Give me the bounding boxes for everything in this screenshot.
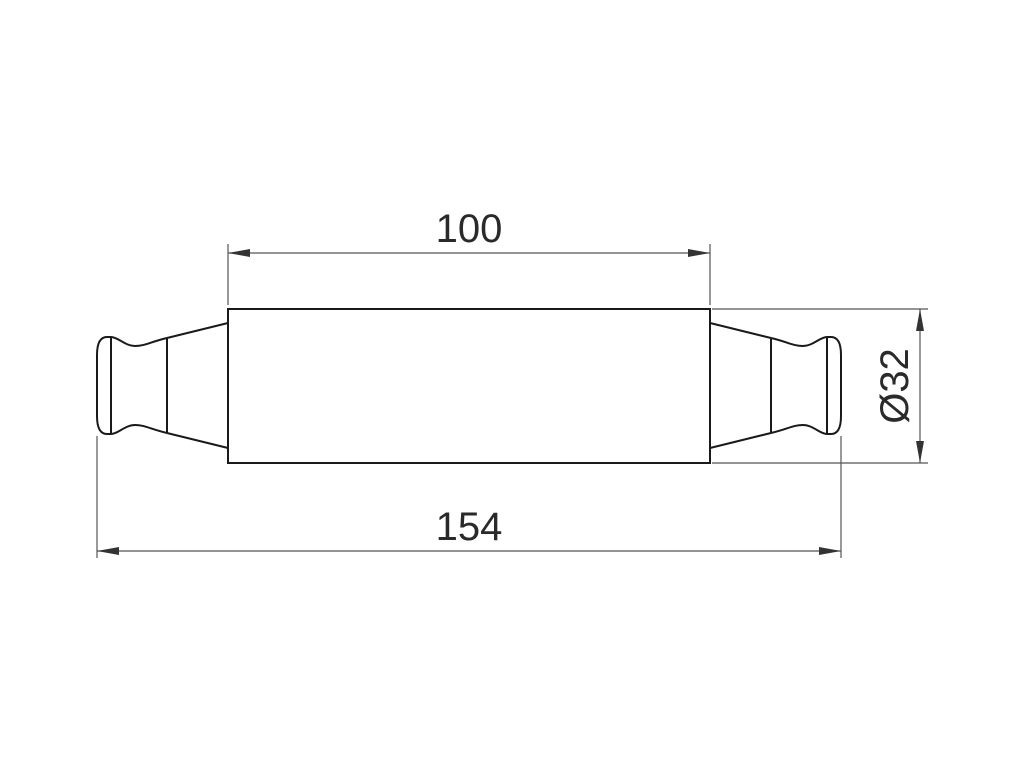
dim-100-label: 100 bbox=[436, 207, 503, 251]
right-handle bbox=[709, 322, 842, 449]
left-handle bbox=[96, 322, 229, 449]
roller-body bbox=[227, 308, 711, 464]
dim-diameter-label: Ø32 bbox=[873, 348, 917, 424]
dim-154-label: 154 bbox=[436, 505, 503, 549]
dimension-lines bbox=[96, 244, 928, 558]
part-outline bbox=[96, 308, 842, 464]
